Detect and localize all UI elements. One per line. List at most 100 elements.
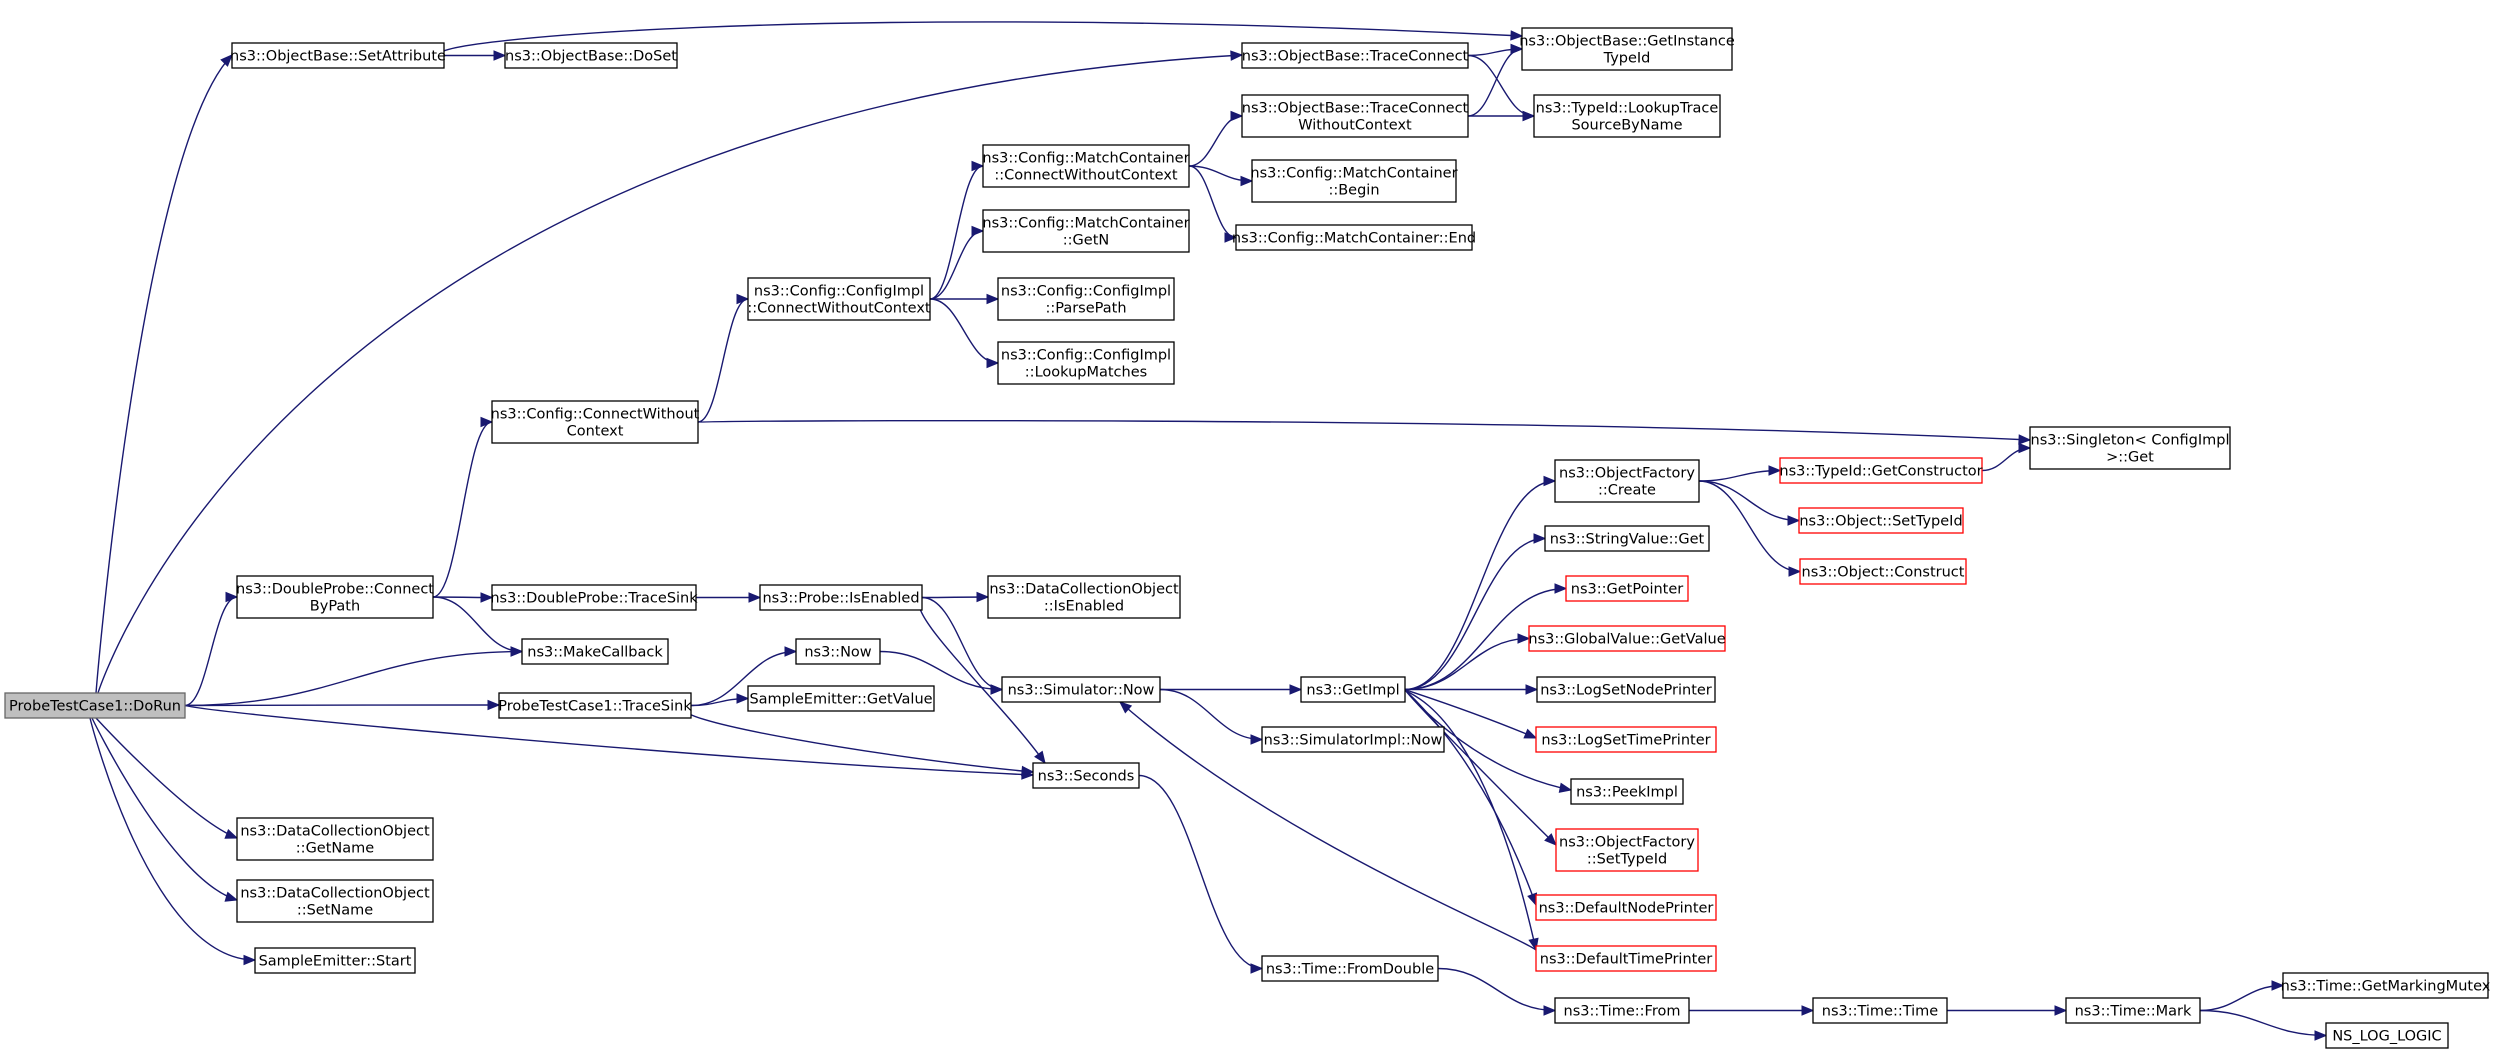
graph-node-lognode[interactable]: ns3::LogSetNodePrinter [1536,676,1716,703]
graph-node-box [1521,27,1733,71]
graph-node-probeenabled[interactable]: ns3::Probe::IsEnabled [759,584,923,611]
graph-node-label: ns3::GetPointer [1571,582,1684,598]
graph-node-label: ::GetName [296,841,374,857]
graph-node-doset[interactable]: ns3::ObjectBase::DoSet [504,42,678,69]
graph-node-strget[interactable]: ns3::StringValue::Get [1544,525,1710,552]
graph-node-box [231,42,445,69]
graph-node-label: ns3::Singleton< ConfigImpl [2031,433,2230,449]
graph-node-label: ::SetName [297,903,373,919]
graph-node-label: ns3::ObjectBase::DoSet [505,49,677,65]
graph-node-fromdouble[interactable]: ns3::Time::FromDouble [1261,955,1439,982]
edge-line [440,21,1523,57]
graph-node-box [4,692,186,719]
graph-node-deftime[interactable]: ns3::DefaultTimePrinter [1535,945,1717,972]
graph-node-parsepath[interactable]: ns3::Config::ConfigImpl::ParsePath [997,277,1175,321]
graph-node-mccwc[interactable]: ns3::Config::MatchContainer::ConnectWith… [982,144,1190,188]
graph-node-timemark[interactable]: ns3::Time::Mark [2065,997,2201,1024]
edge-line [97,54,1243,694]
graph-node-box [236,879,434,923]
graph-node-simnow[interactable]: ns3::Simulator::Now [1001,676,1161,703]
graph-node-now[interactable]: ns3::Now [795,638,881,665]
graph-node-label: ns3::DataCollectionObject [240,824,430,840]
graph-node-defnode[interactable]: ns3::DefaultNodePrinter [1535,894,1717,921]
edge-line [1698,480,1800,522]
graph-node-getimpl[interactable]: ns3::GetImpl [1300,676,1406,703]
graph-node-dpts[interactable]: ns3::DoubleProbe::TraceSink [490,584,698,611]
graph-node-box [1032,762,1140,789]
graph-node-construct[interactable]: ns3::Object::Construct [1799,558,1967,585]
graph-node-dcogetname[interactable]: ns3::DataCollectionObject::GetName [236,817,434,861]
graph-node-singleton[interactable]: ns3::Singleton< ConfigImpl >::Get [2029,426,2231,470]
graph-node-mcgetn[interactable]: ns3::Config::MatchContainer::GetN [982,209,1190,253]
graph-node-settypeid[interactable]: ns3::Object::SetTypeId [1798,507,1964,534]
graph-node-peekimpl[interactable]: ns3::PeekImpl [1570,778,1684,805]
graph-edge-cwc-to-cicwc [697,293,750,423]
graph-node-getptr[interactable]: ns3::GetPointer [1565,575,1689,602]
graph-node-dcoenabled[interactable]: ns3::DataCollectionObject::IsEnabled [987,575,1181,619]
graph-node-label: ns3::Config::MatchContainer [982,151,1189,167]
graph-node-box [1261,955,1439,982]
graph-node-box [987,575,1181,619]
graph-node-segv[interactable]: SampleEmitter::GetValue [747,685,935,712]
graph-node-sestart[interactable]: SampleEmitter::Start [254,947,416,974]
graph-node-traceconnect[interactable]: ns3::ObjectBase::TraceConnect [1241,42,1469,69]
edge-arrowhead [2054,1005,2068,1016]
graph-node-box [1812,997,1948,1024]
edge-line [1404,688,1537,739]
graph-node-ofsettype[interactable]: ns3::ObjectFactory::SetTypeId [1555,828,1699,872]
graph-node-getctor[interactable]: ns3::TypeId::GetConstructor [1779,457,1983,484]
graph-edge-ptts-to-segv [690,693,750,707]
graph-edge-timefrom-to-timetime [1689,1005,1815,1016]
graph-node-mcbegin[interactable]: ns3::Config::MatchContainer::Begin [1250,159,1458,203]
graph-node-label: ns3::DefaultNodePrinter [1539,901,1714,917]
graph-node-dcosetname[interactable]: ns3::DataCollectionObject::SetName [236,879,434,923]
edge-arrowhead [1787,515,1801,526]
graph-node-nslog[interactable]: NS_LOG_LOGIC [2325,1022,2449,1049]
graph-node-cwc[interactable]: ns3::Config::ConnectWithoutContext [491,400,700,444]
graph-node-tcwoc[interactable]: ns3::ObjectBase::TraceConnectWithoutCont… [1241,94,1469,138]
graph-node-label: ns3::DataCollectionObject [989,582,1179,598]
edge-line [432,596,523,653]
graph-node-root[interactable]: ProbeTestCase1::DoRun [4,692,186,719]
graph-node-logtime[interactable]: ns3::LogSetTimePrinter [1535,726,1717,753]
graph-node-box [997,341,1175,385]
graph-edge-now-to-simnow [879,650,1004,695]
graph-node-ofcreate[interactable]: ns3::ObjectFactory::Create [1554,459,1700,503]
edge-line [184,704,500,707]
graph-node-mcend[interactable]: ns3::Config::MatchContainer::End [1232,224,1476,251]
edge-arrowhead [1525,684,1539,695]
edge-line [1698,480,1801,573]
graph-node-box [1536,676,1716,703]
graph-node-label: ::LookupMatches [1025,365,1147,381]
graph-node-simimplnow[interactable]: ns3::SimulatorImpl::Now [1261,726,1445,753]
graph-node-markmutex[interactable]: ns3::Time::GetMarkingMutex [2281,972,2491,999]
graph-node-timefrom[interactable]: ns3::Time::From [1554,997,1690,1024]
graph-node-ptts[interactable]: ProbeTestCase1::TraceSink [498,692,692,719]
edge-line [1404,480,1556,691]
graph-edge-setattr-to-getinst [440,21,1524,57]
graph-node-setattr[interactable]: ns3::ObjectBase::SetAttribute [230,42,446,69]
edge-arrowhead [1119,701,1133,714]
edge-line [929,165,984,300]
graph-node-gvget[interactable]: ns3::GlobalValue::GetValue [1528,625,1726,652]
graph-edge-root-to-ptts [184,699,501,711]
edge-arrowhead [971,160,985,172]
graph-node-lookupmatches[interactable]: ns3::Config::ConfigImpl::LookupMatches [997,341,1175,385]
graph-edge-cicwc-to-lookupmatches [929,298,1000,369]
graph-node-makecb[interactable]: ns3::MakeCallback [521,638,669,665]
call-graph-nodes: ProbeTestCase1::DoRun ns3::ObjectBase::Se… [4,27,2491,1049]
edge-arrowhead [986,293,1000,305]
graph-node-cicwc[interactable]: ns3::Config::ConfigImpl::ConnectWithoutC… [747,277,931,321]
graph-node-seconds[interactable]: ns3::Seconds [1032,762,1140,789]
graph-node-label: SourceByName [1571,118,1682,134]
graph-node-label: ::Begin [1328,183,1379,199]
graph-node-box [747,277,931,321]
graph-node-timetime[interactable]: ns3::Time::Time [1812,997,1948,1024]
graph-edge-root-to-setattr [95,54,233,694]
edge-line [1437,967,1556,1012]
edge-arrowhead [1230,50,1244,61]
graph-node-label: ns3::Time::Time [1822,1004,1939,1020]
